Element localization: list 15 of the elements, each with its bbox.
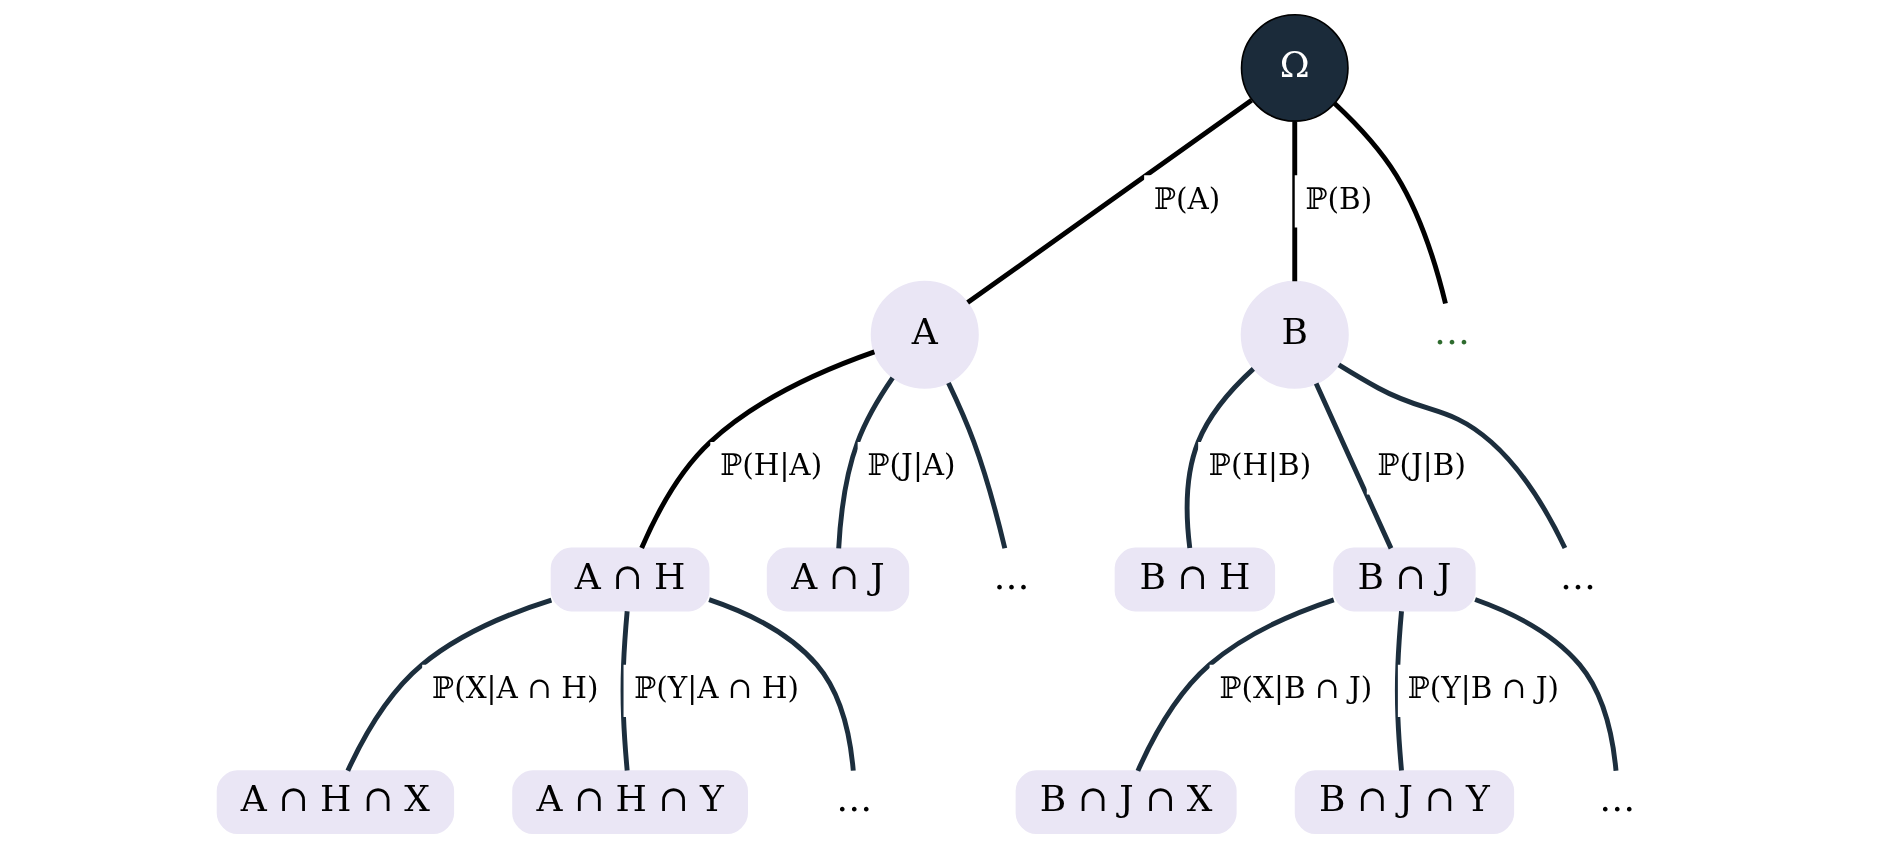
edge-label: ℙ(H|B)	[1208, 448, 1311, 483]
edge-label: ℙ(J|A)	[866, 448, 956, 483]
edge-label: ℙ(Y|B ∩ J)	[1407, 671, 1559, 706]
edge-label: ℙ(H|A)	[719, 448, 822, 483]
node-text: …	[1433, 310, 1470, 352]
edge-label: ℙ(B)	[1304, 181, 1372, 216]
edge-label: ℙ(Y|A ∩ H)	[633, 671, 799, 706]
edge-label: ℙ(X|B ∩ J)	[1218, 671, 1372, 706]
edge-label: ℙ(X|A ∩ H)	[431, 671, 598, 706]
node-text: …	[835, 778, 872, 820]
edge-label: ℙ(A)	[1153, 181, 1220, 216]
node-text: …	[993, 555, 1030, 597]
node-text: …	[1598, 778, 1635, 820]
edge-label: ℙ(J|B)	[1376, 448, 1466, 483]
node-text: …	[1559, 555, 1596, 597]
